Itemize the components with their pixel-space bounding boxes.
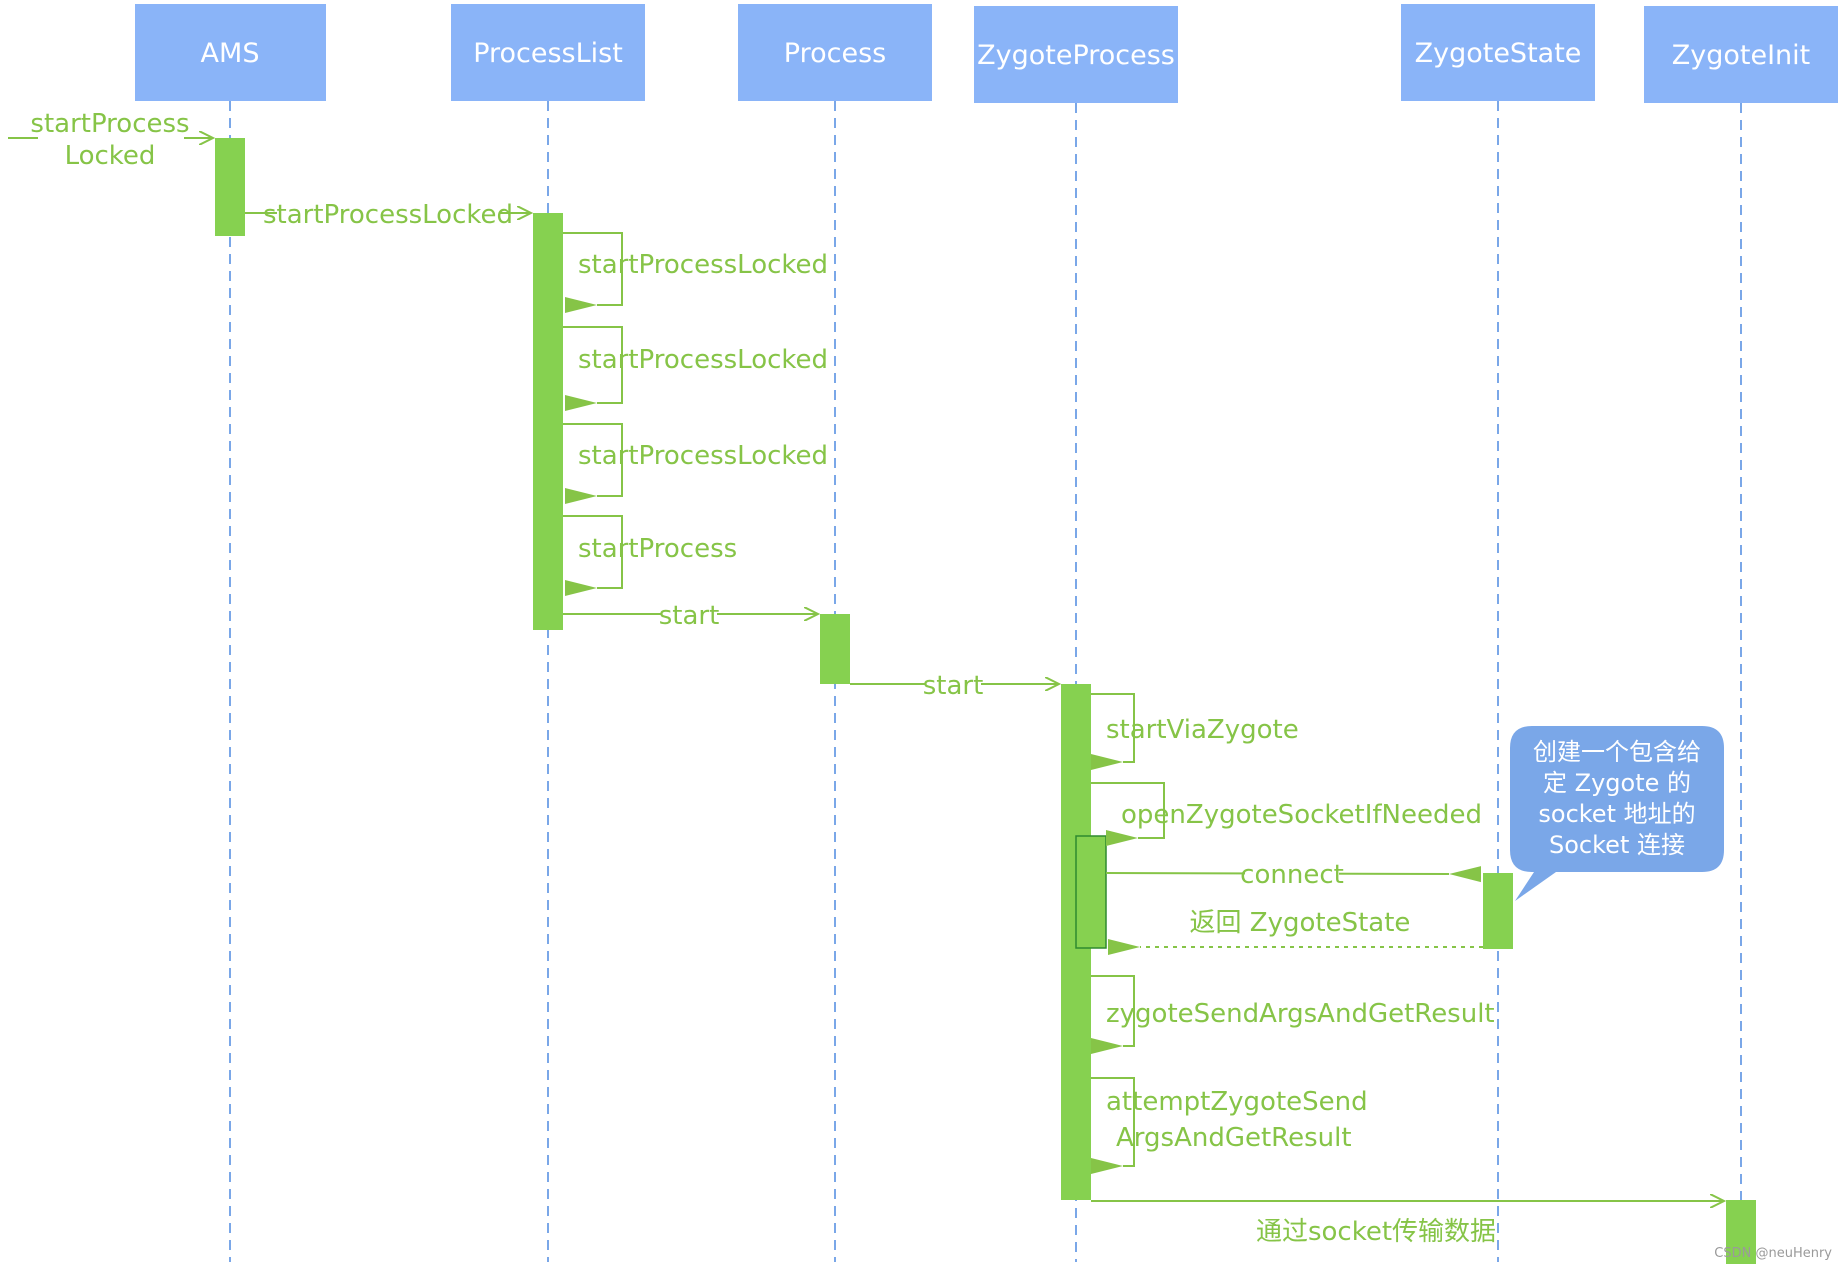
note-callout: 创建一个包含给 定 Zygote 的 socket 地址的 Socket 连接 bbox=[1510, 726, 1724, 901]
lifelines bbox=[229, 101, 1742, 1262]
label-r1: 返回 ZygoteState bbox=[1190, 908, 1411, 938]
label-m4: connect bbox=[1240, 860, 1344, 890]
label-s4: startProcess bbox=[578, 534, 737, 564]
activation-ams bbox=[215, 138, 245, 236]
label-m0-line1: startProcess bbox=[30, 109, 189, 139]
label-s7: zygoteSendArgsAndGetResult bbox=[1106, 999, 1495, 1029]
label-backgrounds bbox=[38, 107, 1339, 888]
label-s5: startViaZygote bbox=[1106, 715, 1299, 745]
actor-zygoteprocess: ZygoteProcess bbox=[974, 6, 1178, 103]
activation-processlist bbox=[533, 213, 563, 630]
actor-processlist: ProcessList bbox=[451, 4, 645, 101]
label-s8-line1: attemptZygoteSend bbox=[1106, 1087, 1368, 1117]
label-m5: 通过socket传输数据 bbox=[1256, 1217, 1496, 1247]
actor-zygotestate-label: ZygoteState bbox=[1415, 38, 1582, 69]
self-arrow-s3 bbox=[563, 423, 623, 504]
self-arrow-s1 bbox=[563, 232, 623, 313]
label-m2: start bbox=[659, 601, 720, 631]
label-s6: openZygoteSocketIfNeeded bbox=[1121, 800, 1482, 830]
actor-zygoteinit-label: ZygoteInit bbox=[1672, 40, 1811, 71]
note-line-3: socket 地址的 bbox=[1538, 800, 1695, 828]
activation-zygotestate bbox=[1483, 873, 1513, 949]
actor-process: Process bbox=[738, 4, 932, 101]
actor-processlist-label: ProcessList bbox=[473, 38, 623, 69]
actor-ams: AMS bbox=[135, 4, 326, 101]
label-s3: startProcessLocked bbox=[578, 441, 828, 471]
actor-process-label: Process bbox=[784, 38, 886, 69]
activations bbox=[215, 138, 1756, 1264]
self-arrow-s5 bbox=[1091, 693, 1135, 770]
note-line-1: 创建一个包含给 bbox=[1533, 738, 1701, 766]
actor-zygotestate: ZygoteState bbox=[1401, 4, 1595, 101]
activation-zygoteprocess-nested bbox=[1075, 835, 1107, 949]
label-s8-line2: ArgsAndGetResult bbox=[1116, 1123, 1352, 1153]
self-arrow-s4 bbox=[563, 515, 623, 596]
self-arrow-s7 bbox=[1091, 975, 1135, 1054]
label-m1: startProcessLocked bbox=[263, 200, 513, 230]
note-line-2: 定 Zygote 的 bbox=[1543, 769, 1691, 797]
watermark: CSDN @neuHenry bbox=[1714, 1246, 1832, 1261]
activation-zygoteinit bbox=[1726, 1200, 1756, 1264]
actor-zygoteinit: ZygoteInit bbox=[1644, 6, 1838, 103]
self-arrow-s6 bbox=[1091, 782, 1165, 846]
activation-process bbox=[820, 614, 850, 684]
self-arrow-s8 bbox=[1091, 1077, 1135, 1174]
actor-ams-label: AMS bbox=[201, 38, 260, 69]
label-m0-line2: Locked bbox=[65, 141, 156, 171]
label-s2: startProcessLocked bbox=[578, 345, 828, 375]
label-s1: startProcessLocked bbox=[578, 250, 828, 280]
label-m3: start bbox=[923, 671, 984, 701]
message-lines bbox=[8, 138, 1724, 1201]
self-calls bbox=[563, 232, 1165, 1174]
self-arrow-s2 bbox=[563, 326, 623, 411]
actor-zygoteprocess-label: ZygoteProcess bbox=[977, 40, 1175, 71]
note-line-4: Socket 连接 bbox=[1549, 831, 1685, 859]
